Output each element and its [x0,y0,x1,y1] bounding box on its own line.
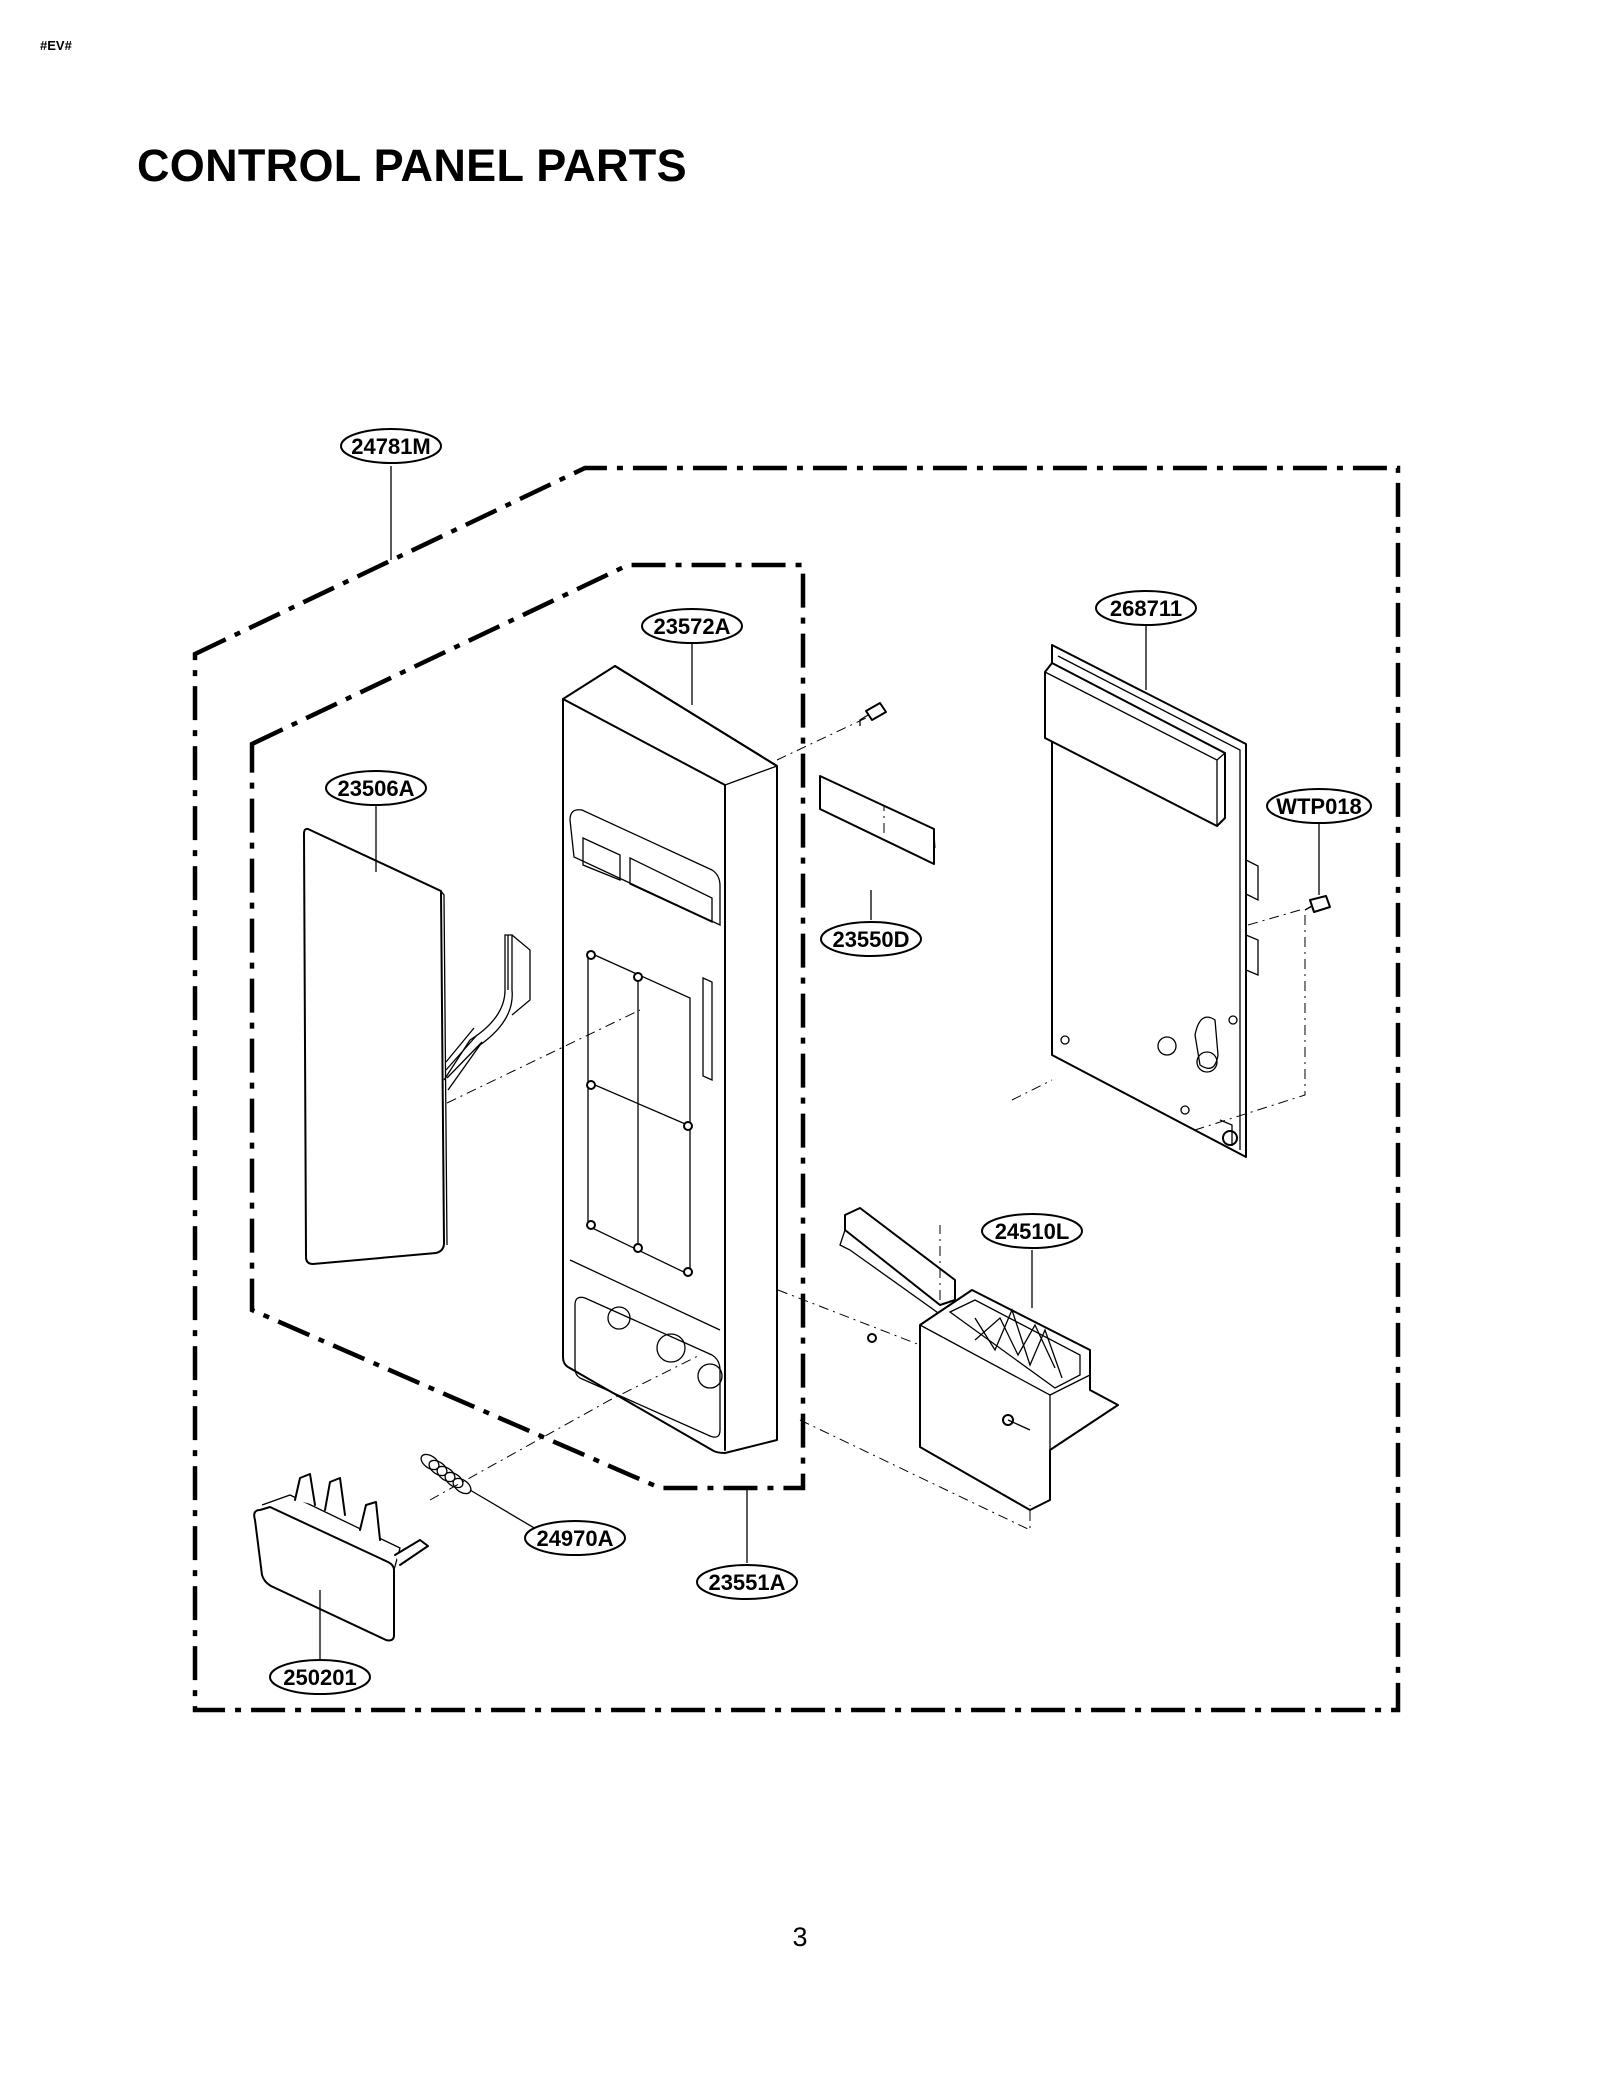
svg-text:24510L: 24510L [995,1219,1070,1244]
door-latch-lever-drawing [839,1207,1119,1511]
callout-23572A: 23572A [641,608,743,644]
callout-WTP018: WTP018 [1266,788,1372,824]
small-screw-drawing [859,702,887,726]
svg-text:23551A: 23551A [708,1570,785,1595]
subassembly-outline [249,562,806,1491]
page-title: CONTROL PANEL PARTS [137,140,687,191]
svg-text:23572A: 23572A [653,614,730,639]
assembly-outline [192,465,1401,1713]
callout-24510L: 24510L [981,1213,1083,1249]
callout-23551A: 23551A [696,1564,798,1600]
callout-23550D: 23550D [820,921,922,957]
callout-24781M: 24781M [340,428,442,464]
pcb-assembly-drawing [1044,644,1259,1158]
screw-drawing [1304,895,1331,913]
leader-lines [319,466,1320,1660]
page-number: 3 [792,1922,808,1952]
control-panel-frame-drawing [562,665,778,1454]
display-window-drawing [819,775,935,865]
assembly-guide-lines [429,717,1306,1531]
spring-drawing [420,1453,472,1495]
svg-text:268711: 268711 [1110,596,1182,621]
svg-text:250201: 250201 [283,1665,356,1690]
svg-text:23550D: 23550D [832,927,909,952]
svg-text:24970A: 24970A [536,1526,613,1551]
corner-mark: #EV# [40,38,72,53]
callout-250201: 250201 [269,1659,371,1695]
svg-text:WTP018: WTP018 [1276,794,1362,819]
membrane-keypad-drawing [303,827,531,1265]
svg-text:24781M: 24781M [351,434,431,459]
callout-24970A: 24970A [524,1520,626,1556]
door-open-button-drawing [253,1473,429,1642]
callout-23506A: 23506A [325,770,427,806]
callout-268711: 268711 [1095,590,1197,626]
svg-text:23506A: 23506A [337,776,414,801]
